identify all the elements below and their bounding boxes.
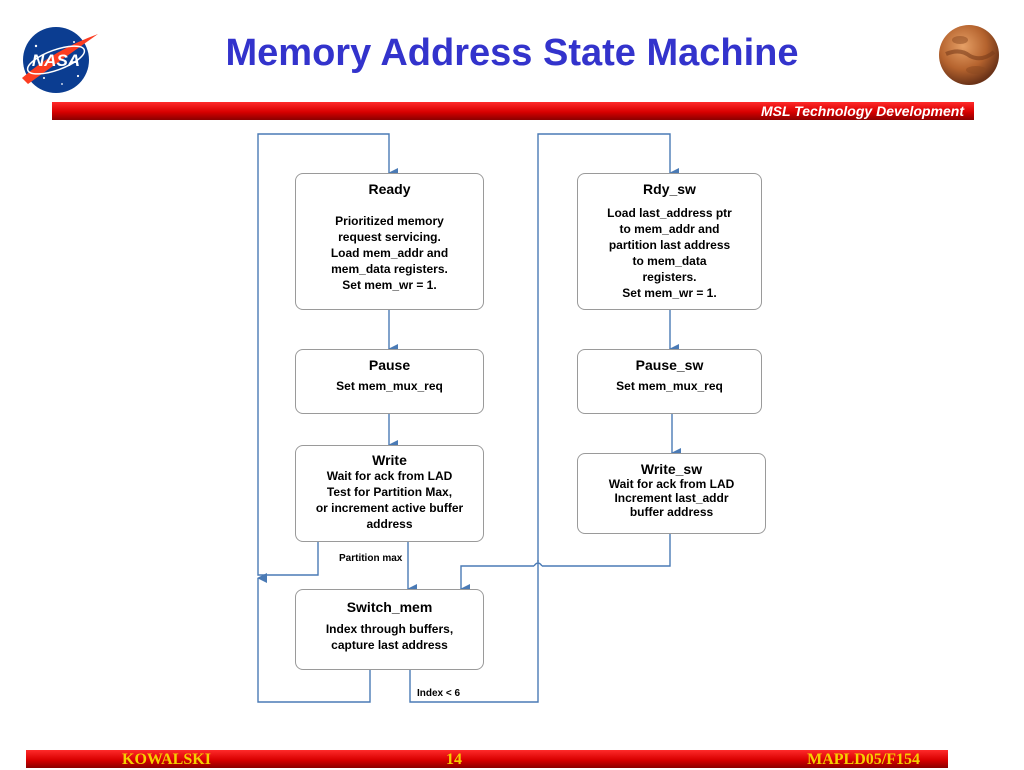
state-name: Write_sw	[640, 461, 703, 477]
mars-planet-icon	[936, 24, 1002, 86]
svg-text:NASA: NASA	[32, 51, 80, 70]
state-rdy-sw: Rdy_sw Load last_address ptr to mem_addr…	[577, 173, 762, 310]
arrow-switch-to-rdysw-a	[409, 570, 539, 703]
banner-text: MSL Technology Development	[760, 103, 964, 119]
state-pause-sw: Pause_sw Set mem_mux_req	[577, 349, 762, 414]
state-name: Switch_mem	[346, 599, 433, 615]
arrow-writesw-to-switch-a	[542, 534, 671, 567]
state-name: Write	[372, 452, 407, 468]
state-ready: Ready Prioritized memory request servici…	[295, 173, 484, 310]
state-description: Wait for ack from LAD Test for Partition…	[315, 469, 464, 531]
state-description: Load last_address ptr to mem_addr and pa…	[607, 206, 732, 300]
footer-author: KOWALSKI	[122, 751, 211, 768]
arrow-write-to-ready	[257, 133, 398, 576]
state-pause: Pause Set mem_mux_req	[295, 349, 484, 414]
arrow-writesw-to-switch-b	[460, 565, 534, 594]
state-name: Pause_sw	[635, 357, 704, 373]
header-banner: MSL Technology Development	[52, 102, 974, 120]
edge-label-index-lt-6: Index < 6	[417, 688, 461, 699]
state-write-sw: Write_sw Wait for ack from LAD Increment…	[577, 453, 766, 534]
footer-page-number: 14	[446, 751, 462, 768]
page-title: Memory Address State Machine	[225, 32, 799, 74]
edge-label-partition-max: Partition max	[339, 553, 403, 564]
state-name: Ready	[368, 181, 411, 197]
state-description: Index through buffers, capture last addr…	[325, 622, 454, 652]
footer-reference: MAPLD05/F154	[807, 751, 920, 768]
arrow-switch-to-rdysw-b	[537, 133, 679, 562]
state-description: Prioritized memory request servicing. Lo…	[330, 214, 449, 292]
nasa-logo: NASA	[14, 20, 100, 98]
state-switch-mem: Switch_mem Index through buffers, captur…	[295, 589, 484, 670]
footer-bar: KOWALSKI 14 MAPLD05/F154	[26, 750, 948, 768]
state-description: Set mem_mux_req	[616, 379, 723, 393]
state-write: Write Wait for ack from LAD Test for Par…	[295, 445, 484, 542]
state-description: Set mem_mux_req	[336, 379, 443, 393]
state-name: Rdy_sw	[643, 181, 696, 197]
state-description: Wait for ack from LAD Increment last_add…	[608, 477, 735, 519]
arrow-switch-to-ready	[257, 573, 371, 703]
state-name: Pause	[368, 357, 411, 373]
